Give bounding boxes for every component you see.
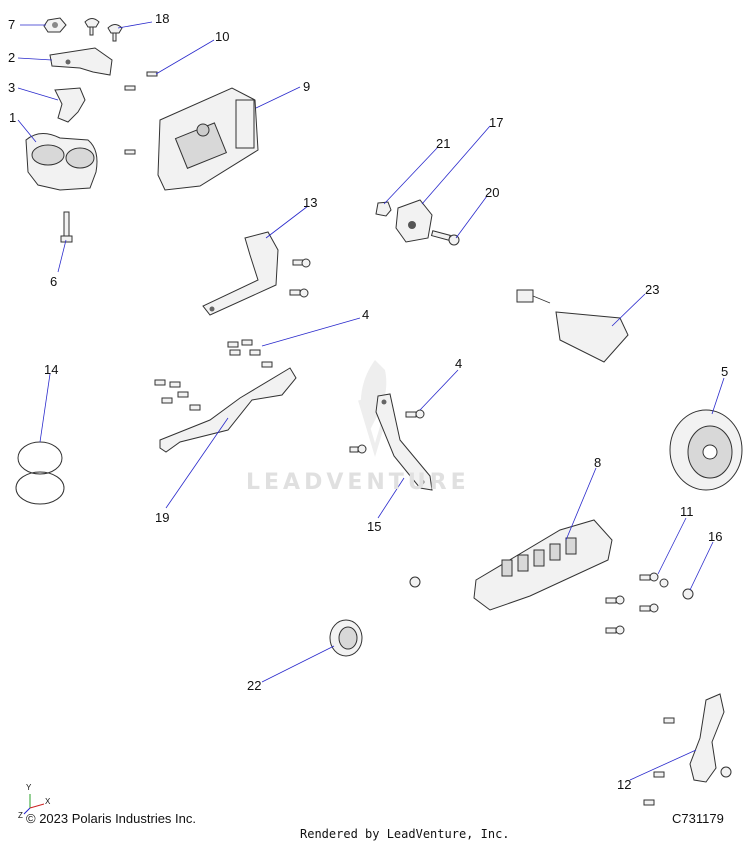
callout-4-mid: 4 <box>455 356 463 371</box>
callout-15: 15 <box>367 519 382 534</box>
part-nut-small <box>409 576 421 588</box>
callout-23: 23 <box>645 282 660 297</box>
part-21-nut <box>375 201 392 217</box>
callout-16: 16 <box>708 529 723 544</box>
part-12-bracket <box>643 693 732 806</box>
callout-11: 11 <box>680 504 694 519</box>
callout-10: 10 <box>215 29 230 44</box>
diagram-id: C731179 <box>672 811 724 826</box>
callout-22: 22 <box>247 678 262 693</box>
part-4-screws-upper <box>227 339 273 368</box>
axis-label-x: X <box>45 797 51 806</box>
rendered-by-text: Rendered by LeadVenture, Inc. <box>300 827 510 841</box>
part-14-clamps <box>15 441 65 505</box>
part-17-block <box>395 199 433 243</box>
callout-3: 3 <box>8 80 16 95</box>
callout-13: 13 <box>303 195 318 210</box>
copyright-text: © 2023 Polaris Industries Inc. <box>26 811 196 826</box>
callout-6: 6 <box>50 274 58 289</box>
part-19-screws <box>154 379 201 411</box>
part-19-bracket <box>159 367 297 453</box>
part-2-bracket <box>49 47 113 76</box>
callout-8: 8 <box>594 455 602 470</box>
part-9-ecu <box>157 87 259 191</box>
part-23-sensor <box>516 289 629 363</box>
part-1-ignition-coil <box>25 133 98 191</box>
callout-20: 20 <box>485 185 500 200</box>
axis-label-z: Z <box>18 811 23 820</box>
callout-18: 18 <box>155 11 170 26</box>
callout-4-upper: 4 <box>362 307 370 322</box>
callout-2: 2 <box>8 50 16 65</box>
callout-17: 17 <box>489 115 504 130</box>
part-5-grommet <box>669 409 743 491</box>
callout-1: 1 <box>9 110 17 125</box>
callout-14: 14 <box>44 362 59 377</box>
callout-19: 19 <box>155 510 170 525</box>
part-13-screws <box>289 258 311 298</box>
leader-lines <box>17 21 725 781</box>
axis-label-y: Y <box>26 783 32 792</box>
part-22-grommet <box>329 619 363 657</box>
part-15-bracket <box>375 393 433 491</box>
part-11-screws <box>605 572 669 635</box>
callout-9: 9 <box>303 79 311 94</box>
callout-7: 7 <box>8 17 16 32</box>
callout-5: 5 <box>721 364 729 379</box>
axis-triad <box>23 794 45 815</box>
watermark-text: LEADVENTURE <box>246 470 470 495</box>
callout-12: 12 <box>617 777 632 792</box>
part-18-screws <box>84 18 123 42</box>
callout-21: 21 <box>436 136 451 151</box>
part-8-fuse-box <box>473 519 613 611</box>
part-13-bracket <box>202 231 279 316</box>
part-20-bolt <box>430 230 460 246</box>
part-7-nut <box>43 17 67 33</box>
part-3-clip <box>54 87 86 123</box>
part-10-screws <box>124 71 158 155</box>
part-6-bolt <box>60 211 73 243</box>
part-16-nut <box>682 588 694 600</box>
